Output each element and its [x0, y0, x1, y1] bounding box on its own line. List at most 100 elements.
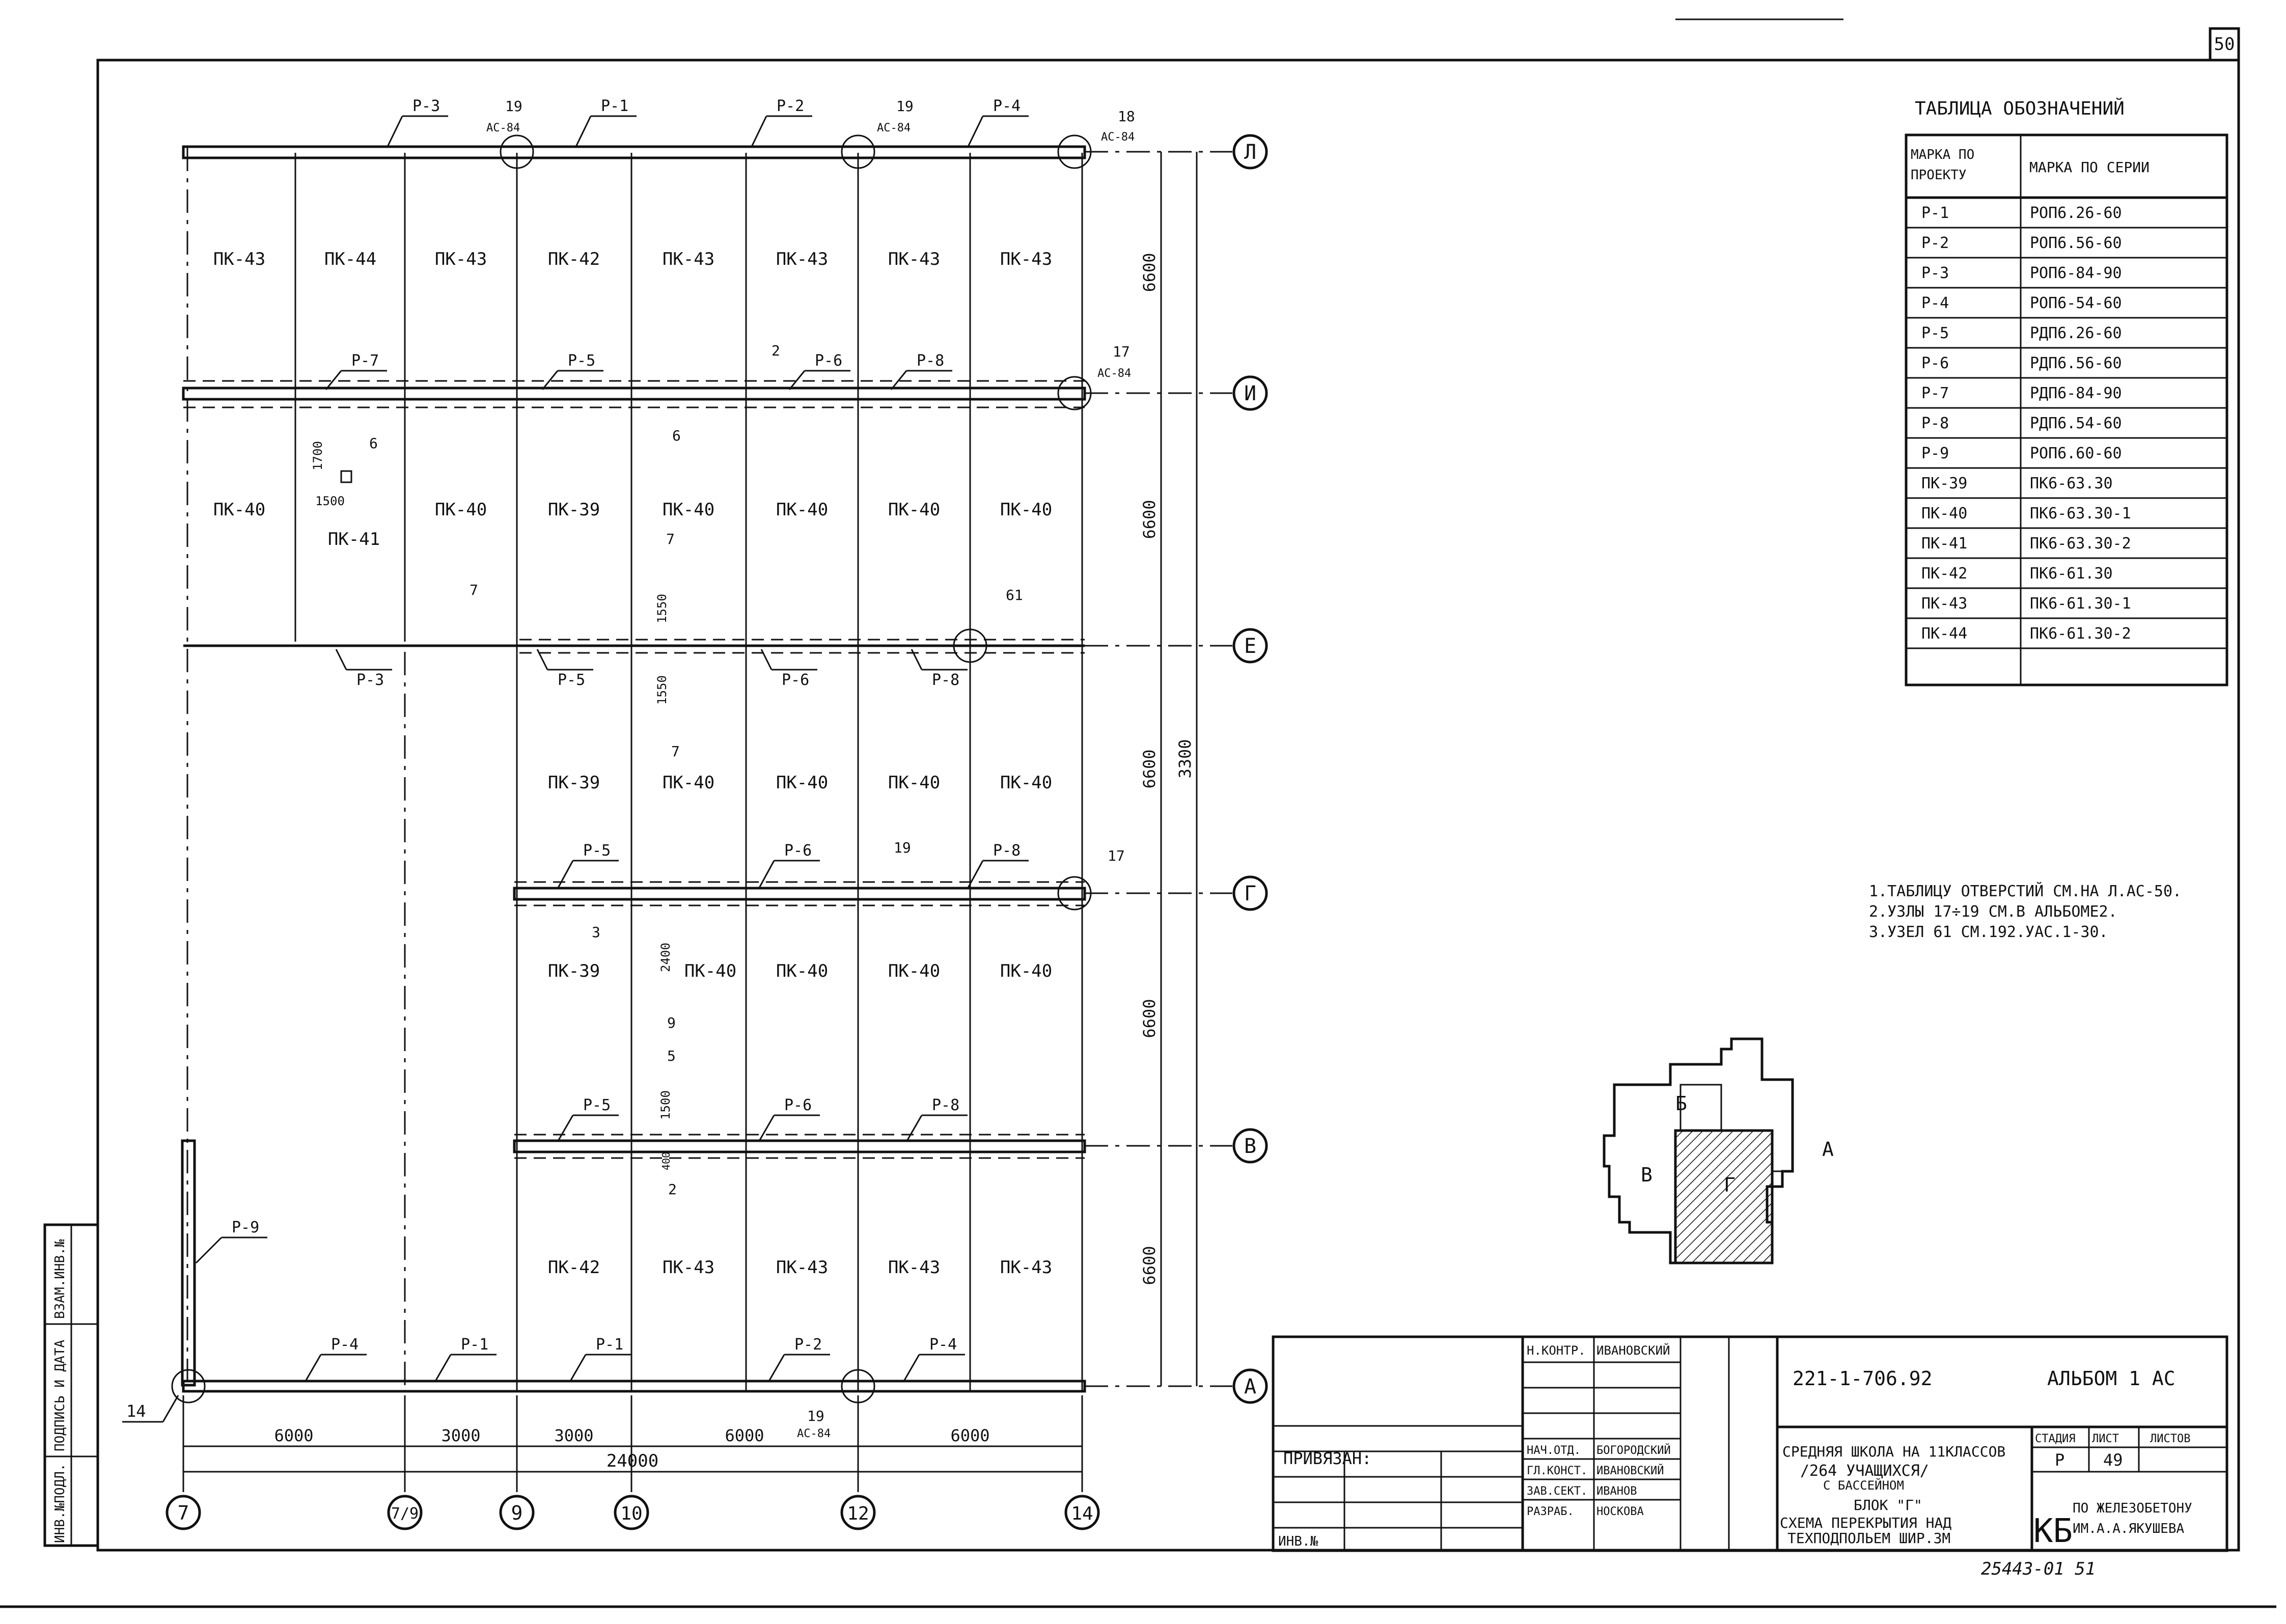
slab-b2-6: ПК-40 — [888, 500, 940, 520]
node-17a-ref: АС-84 — [1097, 367, 1131, 380]
stamp-inv: ИНВ.№ПОДЛ. — [52, 1463, 68, 1543]
item-7c: 7 — [671, 743, 680, 760]
role-4: ЗАВ.СЕКТ. — [1527, 1485, 1587, 1498]
dim-open-1500: 1500 — [315, 494, 345, 508]
legend-series-mark: ПК6-63.30-1 — [2030, 505, 2131, 522]
beam-row-i — [182, 387, 1086, 401]
slab-b3-3: ПК-40 — [776, 773, 828, 793]
slab-b3-4: ПК-40 — [888, 773, 940, 793]
legend-header-1b: ПРОЕКТУ — [1911, 168, 1967, 183]
role-5-name: НОСКОВА — [1596, 1505, 1644, 1518]
legend-series-mark: ПК6-63.30 — [2030, 475, 2113, 492]
item-7a: 7 — [666, 531, 675, 547]
axis-a: А — [1244, 1375, 1256, 1398]
slab-labels: ПК-43 ПК-44 ПК-43 ПК-42 ПК-43 ПК-43 ПК-4… — [213, 249, 1052, 1278]
slab-b4-4: ПК-40 — [888, 961, 940, 981]
stamp-sign: ПОДПИСЬ И ДАТА — [52, 1340, 68, 1451]
axis-g: Г — [1244, 882, 1256, 905]
node-19d-ref: АС-84 — [797, 1427, 831, 1440]
slab-b4-3: ПК-40 — [776, 961, 828, 981]
legend-series-mark: ПК6-63.30-2 — [2030, 535, 2131, 553]
slab-b2-1: ПК-40 — [213, 500, 265, 520]
legend-series-mark: РОП6-84-90 — [2030, 264, 2122, 282]
legend-project-mark: Р-3 — [1921, 264, 1949, 282]
legend-series-mark: РДП6-84-90 — [2030, 384, 2122, 402]
dim-open-1550b: 1550 — [655, 675, 669, 705]
legend-project-mark: Р-8 — [1921, 415, 1949, 432]
slab-b2-7: ПК-40 — [1000, 500, 1052, 520]
note-1: 1.ТАБЛИЦУ ОТВЕРСТИЙ СМ.НА Л.АС-50. — [1869, 882, 2182, 900]
axis-9: 9 — [511, 1502, 523, 1524]
axis-10: 10 — [620, 1503, 642, 1524]
legend-series-mark: РОП6.60-60 — [2030, 445, 2122, 462]
legend-project-mark: Р-6 — [1921, 354, 1949, 372]
mark-l-p1: Р-1 — [601, 97, 628, 115]
drawing-line-1: БЛОК "Г" — [1854, 1497, 1922, 1513]
item-5: 5 — [667, 1048, 676, 1064]
mark-g-p5: Р-5 — [583, 842, 611, 860]
mark-a-p4b: Р-4 — [929, 1336, 957, 1354]
dim-v1: 6600 — [1140, 253, 1159, 292]
node-18-ref: АС-84 — [1101, 131, 1135, 144]
bottom-number: 25443-01 51 — [1981, 1559, 2096, 1579]
mark-i-p8: Р-8 — [917, 352, 944, 370]
drawing-code: 221-1-706.92 — [1793, 1367, 1933, 1390]
item-6a: 6 — [672, 427, 681, 444]
role-1: Н.КОНТР. — [1527, 1343, 1586, 1358]
dim-v5: 6600 — [1140, 1246, 1159, 1285]
axis-7-9: 7/9 — [391, 1505, 419, 1523]
item-3: 3 — [592, 924, 600, 941]
legend-project-mark: Р-5 — [1921, 324, 1949, 342]
axis-l: Л — [1244, 141, 1256, 164]
mark-a-p2: Р-2 — [794, 1336, 822, 1354]
legend-project-mark: ПК-41 — [1921, 535, 1967, 553]
beam-column-7 — [181, 1139, 196, 1387]
node-19a: 19 — [505, 98, 522, 115]
node-17b: 17 — [1108, 847, 1125, 864]
dim-v2: 6600 — [1140, 500, 1159, 539]
dim-open-2400: 2400 — [658, 943, 673, 972]
inv-label: ИНВ.№ — [1278, 1534, 1318, 1549]
dim-v4: 6600 — [1140, 999, 1159, 1038]
legend-title: ТАБЛИЦА ОБОЗНАЧЕНИЙ — [1915, 98, 2125, 119]
org-line-2: ИМ.А.А.ЯКУШЕВА — [2073, 1521, 2184, 1536]
key-plan: Б В Г А — [1603, 1037, 1834, 1264]
stamp-vzam: ВЗАМ.ИНВ.№ — [52, 1239, 68, 1319]
dim-6000-b: 6000 — [725, 1426, 764, 1445]
dim-open-1550a: 1550 — [655, 594, 669, 623]
legend-series-mark: РДП6.26-60 — [2030, 324, 2122, 342]
stage-value: Р — [2055, 1450, 2064, 1470]
slab-b5-3: ПК-43 — [776, 1257, 828, 1278]
slab-b4-2: ПК-40 — [684, 961, 736, 981]
slab-b5-4: ПК-43 — [888, 1257, 940, 1278]
org-line-1: ПО ЖЕЛЕЗОБЕТОНУ — [2073, 1501, 2192, 1516]
mark-a-p1b: Р-1 — [596, 1336, 623, 1354]
slab-b3-1: ПК-39 — [548, 773, 600, 793]
legend-project-mark: ПК-44 — [1921, 625, 1967, 643]
dim-v3: 6600 — [1140, 749, 1159, 788]
stage-header: СТАДИЯ — [2035, 1433, 2075, 1445]
slab-b2-2: ПК-40 — [435, 500, 487, 520]
project-line-2: /264 УЧАЩИХСЯ/ — [1800, 1462, 1929, 1480]
node-19b: 19 — [896, 98, 914, 115]
mark-l-p4: Р-4 — [993, 97, 1021, 115]
legend-project-mark: Р-9 — [1921, 445, 1949, 462]
org-logo: КБ — [2033, 1512, 2073, 1550]
legend-project-mark: Р-7 — [1921, 384, 1949, 402]
role-4-name: ИВАНОВ — [1596, 1485, 1637, 1498]
mark-l-p2: Р-2 — [777, 97, 804, 115]
slab-b2-5: ПК-40 — [776, 500, 828, 520]
legend-project-mark: Р-2 — [1921, 234, 1949, 252]
legend-series-mark: РОП6.56-60 — [2030, 234, 2122, 252]
slab-b5-2: ПК-43 — [663, 1257, 714, 1278]
key-block-b: Б — [1675, 1092, 1687, 1115]
role-3-name: ИВАНОВСКИЙ — [1596, 1464, 1664, 1477]
notes: 1.ТАБЛИЦУ ОТВЕРСТИЙ СМ.НА Л.АС-50. 2.УЗЛ… — [1869, 882, 2182, 941]
legend-project-mark: Р-1 — [1921, 204, 1949, 222]
dim-3000-b: 3000 — [554, 1426, 593, 1445]
axis-14: 14 — [1071, 1503, 1093, 1524]
legend-header-2: МАРКА ПО СЕРИИ — [2029, 159, 2150, 176]
slab-b1-2: ПК-44 — [324, 249, 376, 269]
axis-7: 7 — [178, 1502, 189, 1524]
slab-b4-1: ПК-39 — [548, 961, 600, 981]
